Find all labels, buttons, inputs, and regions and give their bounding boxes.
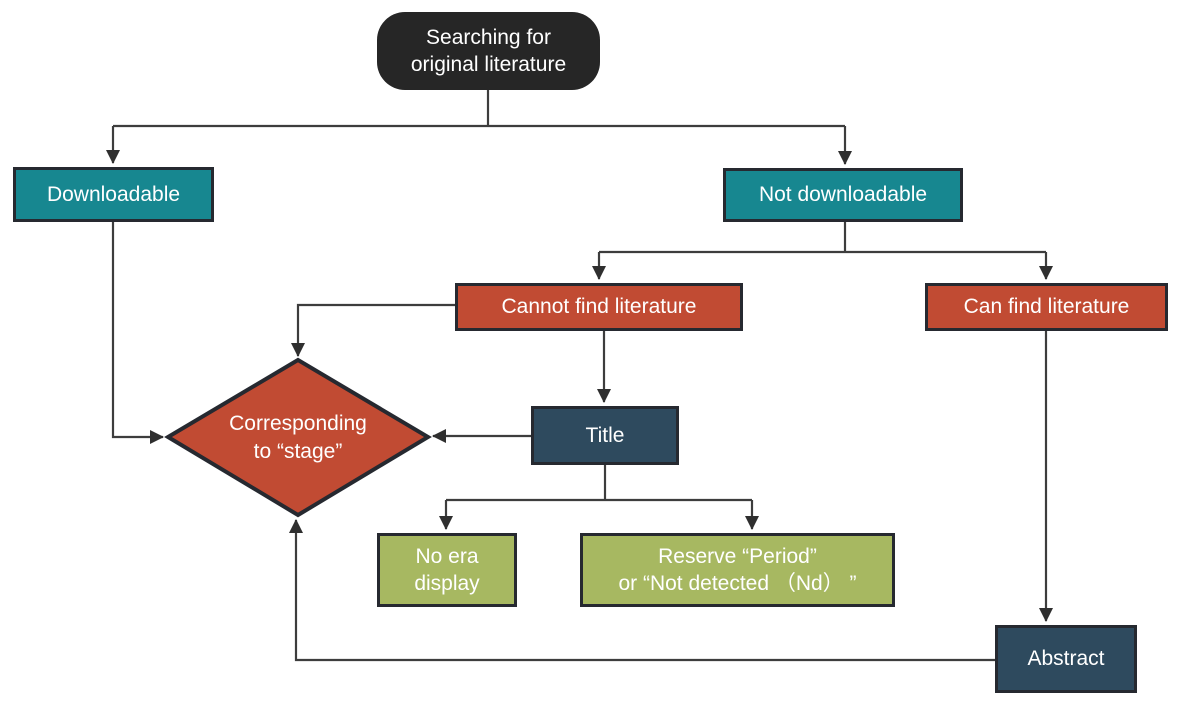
node-title: Title [531,406,679,465]
edge-downloadable-diamond [111,222,164,444]
node-can-find-literature: Can find literature [925,283,1168,331]
edge-abstract-diamond [289,519,995,662]
node-reserve-period: Reserve “Period” or “Not detected （Nd） ” [580,533,895,607]
edge-cannotfind-diamond [291,303,455,357]
node-corresponding-stage: Corresponding to “stage” [229,411,367,463]
node-not-downloadable: Not downloadable [723,168,963,222]
node-abstract: Abstract [995,625,1137,693]
node-downloadable: Downloadable [13,167,214,222]
decision-diamond-shape [164,357,432,518]
node-start: Searching for original literature [377,12,600,90]
node-no-era-display: No era display [377,533,517,607]
node-cannot-find-literature: Cannot find literature [455,283,743,331]
